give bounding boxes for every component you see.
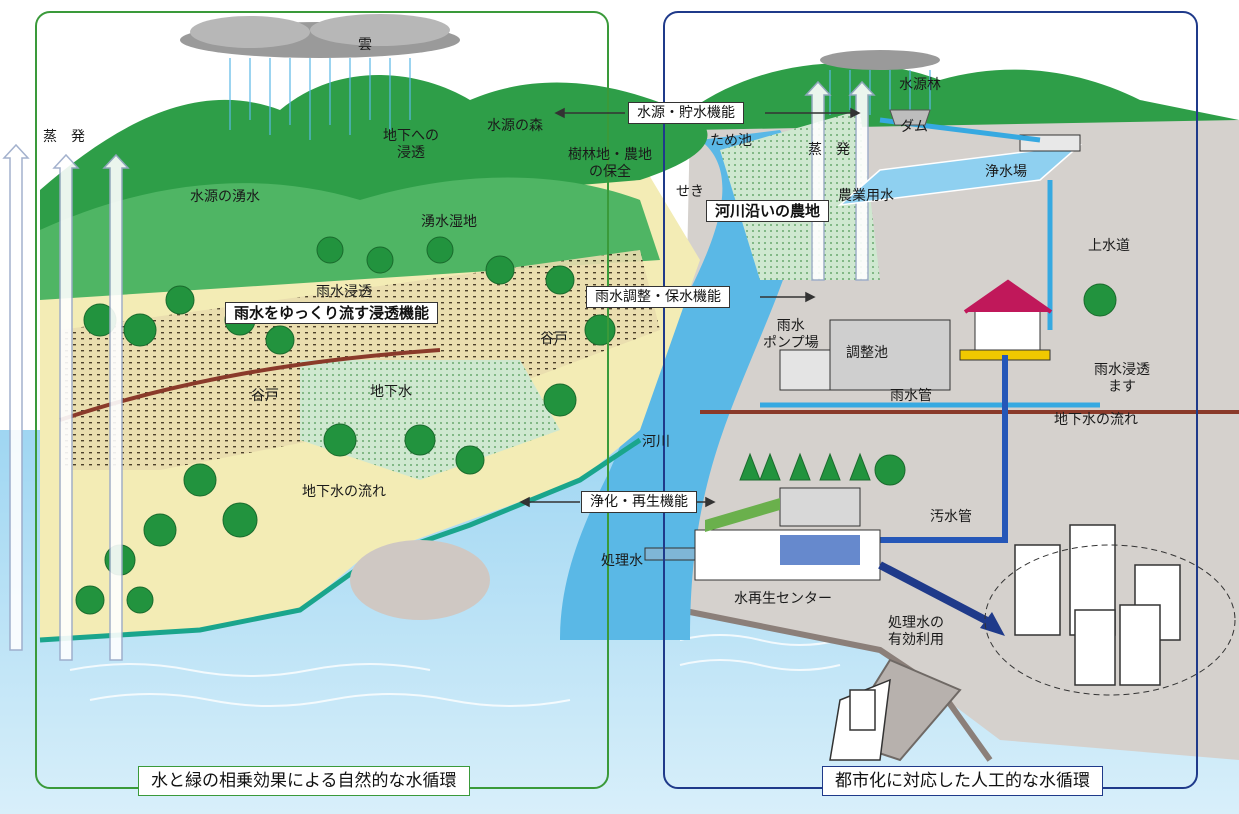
reuse-arrow xyxy=(878,561,997,629)
slow-infiltration-box: 雨水をゆっくり流す浸透機能 xyxy=(225,302,439,324)
reuse-arrowhead xyxy=(980,612,1005,636)
rainwater-pump-label: 雨水 ポンプ場 xyxy=(763,318,819,351)
cloud-right xyxy=(820,50,940,70)
treated-water-label: 処理水 xyxy=(601,553,643,569)
trees-right xyxy=(739,283,1117,486)
infiltration-underground-label: 地下への 浸透 xyxy=(383,128,439,161)
groundwater-flow-right-label: 地下水の流れ xyxy=(1054,412,1138,428)
pump-station xyxy=(779,349,831,391)
dam xyxy=(889,109,931,126)
beach xyxy=(350,540,490,620)
trees-left xyxy=(75,236,616,615)
forest-source-label: 水源の森 xyxy=(487,118,543,134)
yato-groundwater xyxy=(59,348,441,422)
source-forest-right-label: 水源林 xyxy=(899,77,941,93)
sewer-line xyxy=(880,355,1008,543)
cloud-left xyxy=(180,14,460,58)
buildings xyxy=(1014,524,1181,686)
connector-arrows xyxy=(519,107,861,508)
infiltration-basin-label: 雨水浸透 ます xyxy=(1094,362,1150,395)
agricultural-water-label: 農業用水 xyxy=(838,188,894,204)
treated-water-reuse-label: 処理水の 有効利用 xyxy=(888,615,944,648)
rain-left xyxy=(229,58,411,140)
detention-pond xyxy=(829,319,951,391)
rice-paddies xyxy=(300,360,560,480)
evaporation-arrows-left xyxy=(2,143,130,661)
rain-regulation-box: 雨水調整・保水機能 xyxy=(586,286,730,308)
weir-label: せき xyxy=(676,184,704,200)
evaporation-label-left: 蒸 発 xyxy=(43,129,85,145)
sewer-pipe-label: 汚水管 xyxy=(930,509,972,525)
rain-right xyxy=(829,70,931,115)
mountain-right xyxy=(690,63,1239,130)
reclamation-roof-garden xyxy=(705,498,780,532)
river-label: 河川 xyxy=(642,434,670,450)
farmland-along-river-box: 河川沿いの農地 xyxy=(706,200,830,222)
urban-cycle-caption: 都市化に対応した人工的な水循環 xyxy=(822,766,1103,796)
sea-waves xyxy=(69,634,841,707)
source-storage-box: 水源・貯水機能 xyxy=(628,102,744,124)
ship xyxy=(829,678,891,761)
reclamation-tanks xyxy=(780,535,860,565)
forest-farmland-conservation-label: 樹林地・農地 の保全 xyxy=(568,147,652,180)
natural-cycle-caption: 水と緑の相乗効果による自然的な水循環 xyxy=(138,766,470,796)
cloud-label: 雲 xyxy=(358,37,372,53)
storm-sewer-label: 雨水管 xyxy=(890,388,932,404)
spring-wetland-label: 湧水湿地 xyxy=(421,214,477,230)
dam-label: ダム xyxy=(900,119,928,135)
spring-water-label: 水源の湧水 xyxy=(190,189,260,205)
detention-pond-label: 調整池 xyxy=(846,345,888,361)
reclamation-building xyxy=(779,487,861,527)
water-treatment-plant-label: 浄水場 xyxy=(985,164,1027,180)
evaporation-label-right: 蒸 発 xyxy=(808,142,850,158)
reservoir-pond-label: ため池 xyxy=(710,133,752,149)
evaporation-arrows-right xyxy=(804,80,876,281)
groundwater-flow-left-label: 地下水の流れ xyxy=(302,484,386,500)
water-treatment-plant xyxy=(837,143,1083,207)
river-farmland xyxy=(720,110,880,280)
reuse-area xyxy=(984,544,1236,696)
rain-infiltration-label: 雨水浸透 xyxy=(316,284,372,300)
yato-upper-label: 谷戸 xyxy=(540,331,568,347)
groundwater-label: 地下水 xyxy=(370,384,412,400)
water-supply-label: 上水道 xyxy=(1088,238,1130,254)
outfall-pipe xyxy=(644,547,696,561)
yato-lower-label: 谷戸 xyxy=(251,388,279,404)
purification-box: 浄化・再生機能 xyxy=(581,491,697,513)
reclamation-center-label: 水再生センター xyxy=(734,591,832,607)
